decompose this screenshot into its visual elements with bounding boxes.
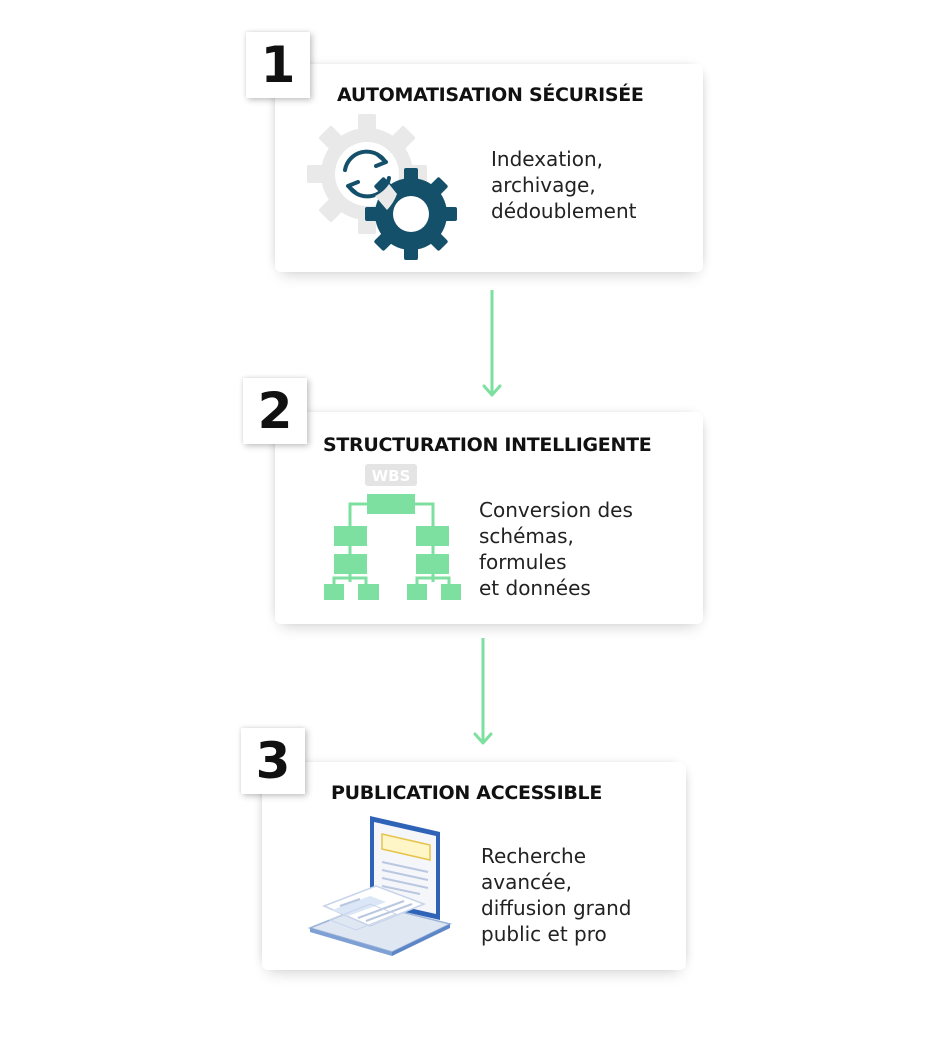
description-line: archivage, — [491, 172, 636, 198]
wbs-tree-icon: WBS — [318, 462, 464, 609]
step-number-badge-3: 3 — [241, 728, 305, 794]
description-line: formules — [479, 549, 633, 575]
step-description-1: Indexation, archivage, dédoublement — [491, 146, 636, 224]
step-number-badge-2: 2 — [243, 378, 307, 444]
gears-sync-icon — [305, 110, 465, 267]
wbs-label: WBS — [372, 467, 411, 485]
description-line: avancée, — [481, 869, 632, 895]
flow-arrow-1 — [480, 288, 504, 405]
flow-arrow-2 — [471, 636, 495, 753]
description-line: Indexation, — [491, 146, 636, 172]
step-description-2: Conversion des schémas, formules et donn… — [479, 497, 633, 601]
step-title-2: STRUCTURATION INTELLIGENTE — [323, 434, 651, 456]
description-line: Conversion des — [479, 497, 633, 523]
step-title-3: PUBLICATION ACCESSIBLE — [331, 782, 602, 804]
description-line: diffusion grand — [481, 895, 632, 921]
step-title-1: AUTOMATISATION SÉCURISÉE — [337, 84, 644, 106]
laptop-document-icon — [300, 810, 460, 965]
step-number-badge-1: 1 — [246, 32, 310, 98]
description-line: Recherche — [481, 843, 632, 869]
step-description-3: Recherche avancée, diffusion grand publi… — [481, 843, 632, 947]
description-line: dédoublement — [491, 198, 636, 224]
description-line: public et pro — [481, 921, 632, 947]
description-line: et données — [479, 575, 633, 601]
description-line: schémas, — [479, 523, 633, 549]
